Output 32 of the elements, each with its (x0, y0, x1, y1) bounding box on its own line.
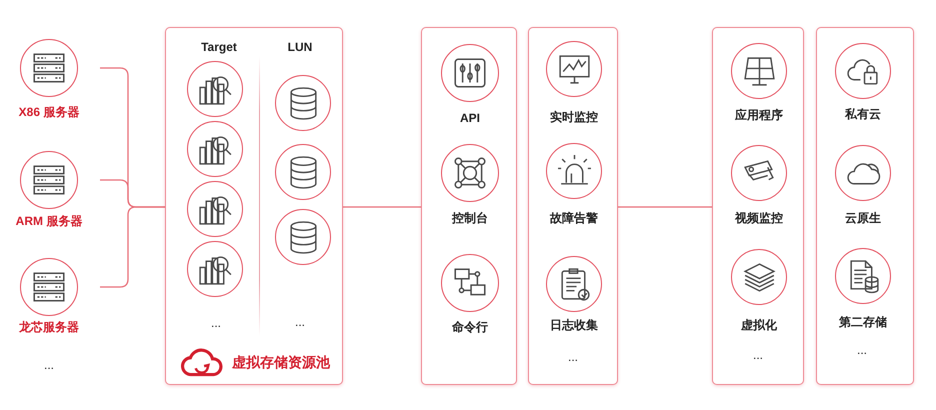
pool-title: 虚拟存储资源池 (232, 355, 330, 370)
node-label: 视频监控 (735, 211, 783, 226)
node-label: 云原生 (845, 211, 881, 226)
node-label: ARM 服务器 (16, 214, 82, 229)
node-label: API (460, 111, 480, 126)
node-label: 故障告警 (550, 211, 598, 226)
column-heading: LUN (288, 40, 312, 54)
node-label: 控制台 (452, 211, 488, 226)
ellipsis-text: ... (568, 350, 578, 364)
node-label: 命令行 (452, 320, 488, 335)
category-panel (816, 27, 914, 385)
ellipsis-text: ... (211, 316, 221, 330)
category-panel (712, 27, 804, 385)
node-label: 虚拟化 (741, 318, 777, 333)
ellipsis-text: ... (857, 343, 867, 357)
node-label: 龙芯服务器 (19, 320, 79, 335)
node-label: 日志收集 (550, 318, 598, 333)
column-heading: Target (201, 40, 237, 54)
pool-panel (165, 27, 343, 385)
ellipsis-text: ... (753, 348, 763, 362)
category-panel (528, 27, 618, 385)
connector-line (343, 206, 421, 208)
connector-line (618, 206, 712, 208)
node-label: X86 服务器 (18, 105, 80, 120)
node-label: 应用程序 (735, 108, 783, 123)
connector-line (100, 206, 165, 288)
ellipsis-text: ... (295, 315, 305, 329)
node-label: 第二存储 (839, 315, 887, 330)
ellipsis-text: ... (44, 358, 54, 372)
category-panel (421, 27, 517, 385)
node-label: 实时监控 (550, 110, 598, 125)
node-label: 私有云 (845, 107, 881, 122)
